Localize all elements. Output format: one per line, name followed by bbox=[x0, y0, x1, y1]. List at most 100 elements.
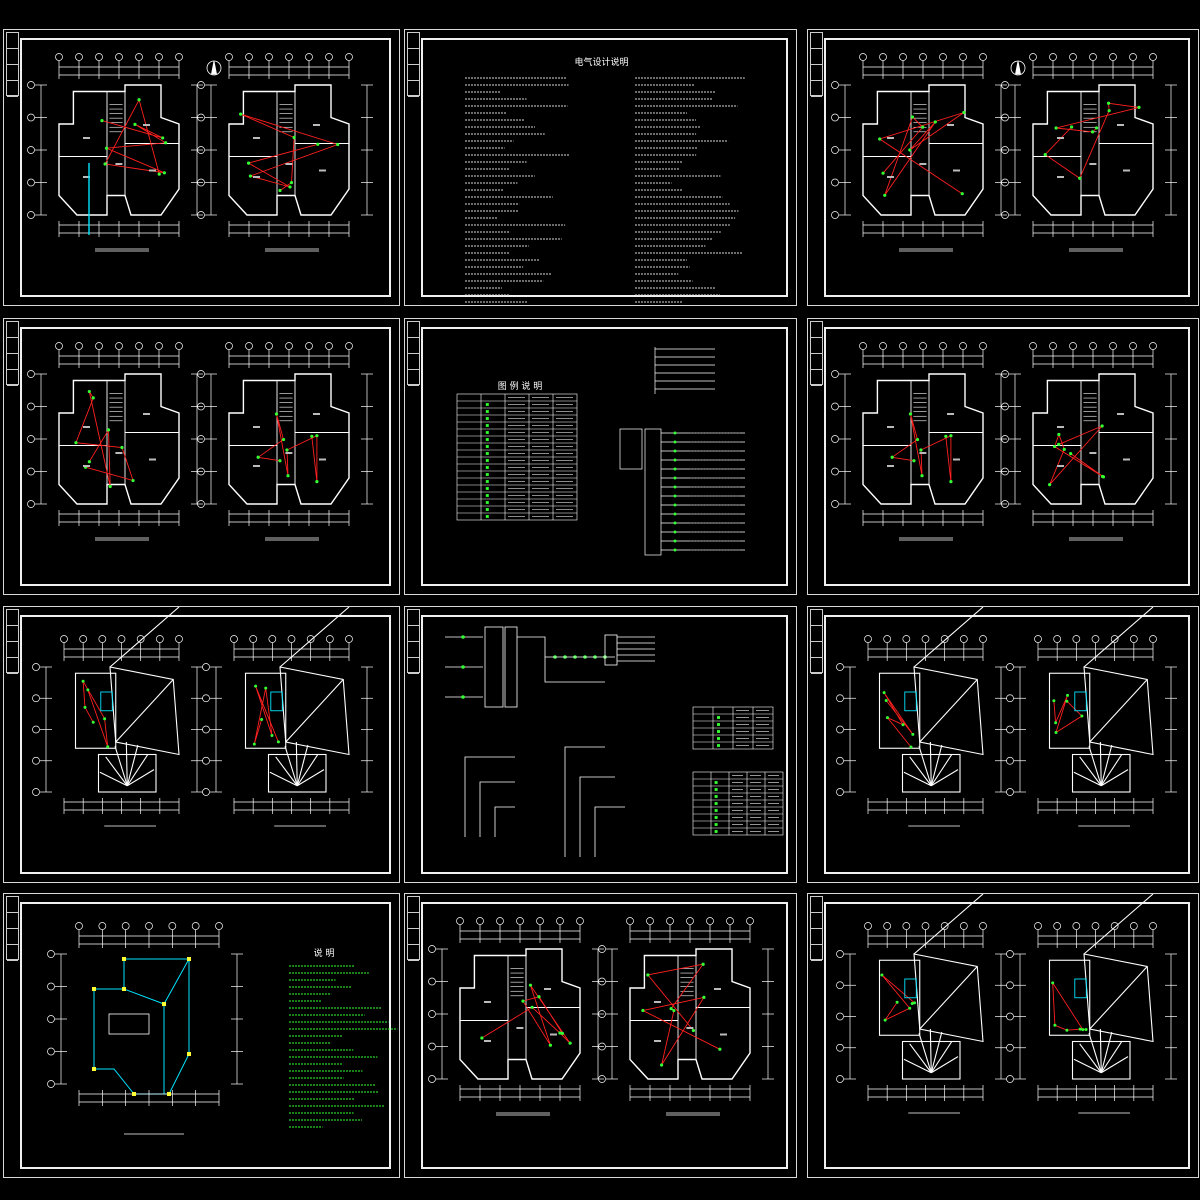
plan-caption bbox=[95, 537, 149, 541]
stair bbox=[1074, 978, 1087, 999]
floor-plan bbox=[228, 84, 350, 216]
floor-plan bbox=[1032, 84, 1154, 216]
sheet-border bbox=[824, 38, 1190, 297]
sheet-border bbox=[421, 902, 788, 1169]
plan-caption bbox=[265, 248, 319, 252]
dimension-grid bbox=[197, 342, 373, 526]
plan-caption bbox=[496, 1112, 550, 1116]
floor-plan bbox=[1032, 373, 1154, 505]
wiring-circuit bbox=[256, 413, 318, 482]
floor-plan bbox=[58, 84, 180, 216]
room-labels bbox=[1057, 413, 1130, 467]
sheet-border bbox=[20, 615, 391, 874]
floor-plan bbox=[862, 373, 984, 505]
sheet-6[interactable] bbox=[807, 318, 1199, 595]
drawing-area: 图 例 说 明 bbox=[456, 347, 745, 556]
room-labels bbox=[887, 124, 960, 178]
dimension-grid bbox=[836, 922, 1007, 1101]
drawing-area bbox=[836, 894, 1177, 1114]
room-labels bbox=[83, 124, 156, 178]
drawing-area bbox=[27, 53, 373, 252]
wiring-circuit bbox=[101, 98, 168, 175]
stair bbox=[510, 968, 524, 997]
floor-plan bbox=[58, 373, 180, 505]
plan-caption bbox=[899, 248, 953, 252]
wiring-circuit bbox=[1044, 102, 1140, 179]
sheet-title: 电气设计说明 bbox=[574, 56, 628, 68]
wiring-circuit bbox=[240, 113, 340, 191]
sheet-5[interactable]: 图 例 说 明 bbox=[404, 318, 797, 595]
sheet-7[interactable] bbox=[3, 606, 400, 883]
roof-plan bbox=[1048, 894, 1154, 1080]
title-block bbox=[810, 321, 823, 386]
table-text bbox=[732, 775, 779, 832]
title-block bbox=[810, 609, 823, 674]
stair bbox=[100, 691, 113, 712]
drawing-area: 电气设计说明 bbox=[465, 56, 745, 303]
title-block bbox=[407, 609, 420, 674]
device-symbols bbox=[880, 973, 917, 1022]
stair bbox=[904, 978, 917, 999]
device-symbols bbox=[1052, 693, 1084, 734]
sheet-9[interactable] bbox=[807, 606, 1199, 883]
feeder-panel bbox=[619, 347, 715, 470]
dimension-grid bbox=[1006, 635, 1177, 814]
device-symbols bbox=[74, 389, 135, 489]
roof-plan bbox=[1048, 607, 1154, 793]
drawing-area bbox=[831, 342, 1177, 541]
dimension-grid bbox=[836, 635, 1007, 814]
sheet-border bbox=[20, 327, 391, 586]
drawing-area bbox=[32, 607, 373, 827]
sheet-1[interactable] bbox=[3, 29, 400, 306]
sheet-border bbox=[824, 327, 1190, 586]
stair bbox=[109, 393, 123, 422]
sheet-10[interactable]: 说 明 bbox=[3, 893, 400, 1178]
sheet-border bbox=[421, 615, 788, 874]
legend-table bbox=[456, 393, 578, 521]
building-outline bbox=[108, 1013, 150, 1035]
stair bbox=[913, 104, 927, 133]
dimension-grid bbox=[32, 635, 203, 814]
stair bbox=[109, 104, 123, 133]
drawing-area bbox=[428, 917, 774, 1116]
title-block bbox=[810, 32, 823, 97]
title-block bbox=[6, 321, 19, 386]
drawing-area bbox=[445, 626, 784, 857]
plan-caption bbox=[1069, 248, 1123, 252]
sheet-8[interactable] bbox=[404, 606, 797, 883]
sheet-12[interactable] bbox=[807, 893, 1199, 1178]
sheet-border bbox=[20, 902, 391, 1169]
device-symbols bbox=[252, 684, 280, 746]
interior-walls bbox=[863, 91, 983, 196]
roof-plan bbox=[878, 607, 984, 793]
wiring-circuit bbox=[641, 963, 721, 1066]
sheet-4[interactable] bbox=[3, 318, 400, 595]
dimension-grid bbox=[27, 53, 203, 237]
table-text bbox=[736, 710, 769, 746]
riser-diagram bbox=[445, 626, 655, 857]
interior-walls bbox=[863, 380, 983, 485]
device-symbols bbox=[100, 98, 168, 176]
room-labels bbox=[654, 988, 727, 1042]
interior-walls bbox=[1033, 380, 1153, 485]
symbol-table bbox=[692, 706, 774, 750]
dimension-grid bbox=[831, 342, 1007, 526]
stair bbox=[270, 691, 283, 712]
room-labels bbox=[253, 124, 326, 178]
dimension-grid bbox=[197, 53, 373, 237]
sheet-2[interactable]: 电气设计说明 bbox=[404, 29, 797, 306]
roof-plan bbox=[244, 607, 350, 793]
drawing-area bbox=[831, 53, 1177, 252]
device-symbols bbox=[641, 962, 722, 1067]
sheet-3[interactable] bbox=[807, 29, 1199, 306]
stair bbox=[680, 968, 694, 997]
drawing-area: 说 明 bbox=[47, 922, 398, 1135]
design-notes-text bbox=[465, 77, 745, 303]
sheet-11[interactable] bbox=[404, 893, 797, 1178]
plan-caption bbox=[666, 1112, 720, 1116]
title-block bbox=[407, 896, 420, 961]
dimension-grid bbox=[831, 53, 1007, 237]
interior-walls bbox=[59, 91, 179, 196]
dimension-grid bbox=[202, 635, 373, 814]
wiring-circuit bbox=[1053, 695, 1083, 734]
